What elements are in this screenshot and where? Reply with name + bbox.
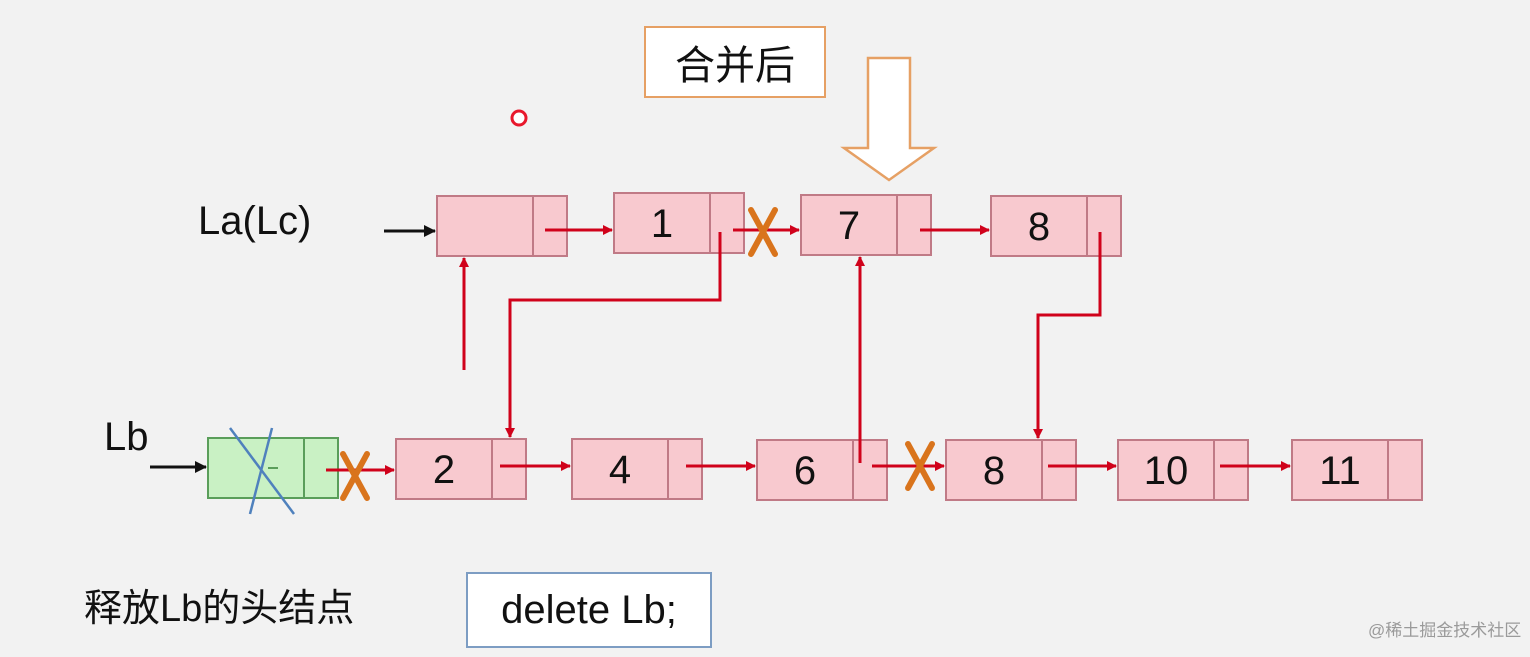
free-head-label: 释放Lb的头结点 <box>84 588 355 630</box>
lb-node-1: 2 <box>395 438 527 500</box>
la-node-0-body <box>436 195 568 257</box>
lb-node-0-body <box>207 437 339 499</box>
arrow-1-to-2 <box>505 232 722 438</box>
lb-node-2-value: 4 <box>609 448 631 492</box>
code-box: delete Lb; <box>466 572 712 648</box>
cut-mark-6-to-8 <box>905 441 935 491</box>
lb-node-3: 6 <box>756 439 888 501</box>
lb-node-3-body <box>756 439 888 501</box>
arrow-8a-to-8b <box>1033 232 1102 439</box>
la-node-2-value: 7 <box>838 204 860 248</box>
cut-mark-lb-head <box>340 451 370 501</box>
la-node-1-body <box>613 192 745 254</box>
lb-label: Lb <box>104 415 149 459</box>
lb-node-4: 8 <box>945 439 1077 501</box>
cut-mark-1-to-7 <box>748 207 778 257</box>
lb-node-4-body <box>945 439 1077 501</box>
lb-node-5-value: 10 <box>1144 449 1189 493</box>
lb-node-6-body <box>1291 439 1423 501</box>
lb-node-5-body <box>1117 439 1249 501</box>
lb-node-1-body <box>395 438 527 500</box>
la-node-2: 7 <box>800 194 932 256</box>
lb-node-1-value: 2 <box>433 448 455 492</box>
lb-node-0 <box>207 437 339 499</box>
title-box: 合并后 <box>644 26 826 98</box>
la-node-1: 1 <box>613 192 745 254</box>
cut-mark-6-to-8-stroke-b <box>905 441 935 491</box>
pointer-dot-icon <box>510 109 528 127</box>
lb-node-2: 4 <box>571 438 703 500</box>
watermark: @稀土掘金技术社区 <box>1368 621 1522 640</box>
la-node-3-value: 8 <box>1028 205 1050 249</box>
lb-node-6-value: 11 <box>1319 449 1361 493</box>
lb-node-2-body <box>571 438 703 500</box>
la-node-3: 8 <box>990 195 1122 257</box>
down-arrow-icon <box>840 56 938 182</box>
la-node-1-value: 1 <box>651 202 673 246</box>
la-node-0 <box>436 195 568 257</box>
code-text: delete Lb; <box>501 587 677 632</box>
lb-node-3-value: 6 <box>794 449 816 493</box>
lb-node-4-value: 8 <box>983 449 1005 493</box>
cut-mark-lb-head-stroke-b <box>340 451 370 501</box>
lb-node-6: 11 <box>1291 439 1423 501</box>
cut-mark-1-to-7-stroke-b <box>748 207 778 257</box>
lb-node-5: 10 <box>1117 439 1249 501</box>
lb-head-cross-line-b <box>248 427 274 515</box>
la-label: La(Lc) <box>198 199 312 243</box>
la-node-2-body <box>800 194 932 256</box>
la-node-3-body <box>990 195 1122 257</box>
title-text: 合并后 <box>675 44 795 88</box>
